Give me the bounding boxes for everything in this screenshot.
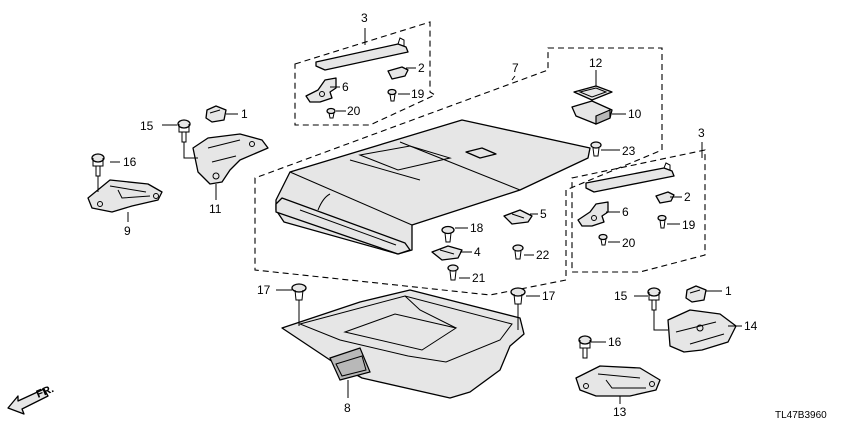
callout-15: 15 bbox=[614, 289, 628, 303]
diagram-code: TL47B3960 bbox=[775, 410, 827, 421]
callout-16: 16 bbox=[123, 155, 137, 169]
part-21-screw bbox=[447, 264, 459, 281]
callout-7: 7 bbox=[512, 61, 519, 75]
callout-3: 3 bbox=[361, 11, 368, 25]
callout-20: 20 bbox=[347, 104, 361, 118]
part-1-clip-right bbox=[685, 285, 707, 303]
callout-20: 20 bbox=[622, 236, 636, 250]
callout-6: 6 bbox=[342, 80, 349, 94]
leader-lines bbox=[97, 28, 742, 404]
front-arrow-icon bbox=[7, 388, 49, 415]
callout-13: 13 bbox=[613, 405, 627, 419]
callout-18: 18 bbox=[470, 221, 484, 235]
part-9-bracket bbox=[87, 179, 163, 213]
part-22-screw bbox=[512, 244, 524, 260]
callout-12: 12 bbox=[589, 56, 603, 70]
part-16-bolt-right bbox=[578, 335, 592, 359]
callout-9: 9 bbox=[124, 224, 131, 238]
part-10-bezel bbox=[571, 100, 613, 125]
callout-16: 16 bbox=[608, 335, 622, 349]
part-17-clip-right bbox=[510, 287, 526, 305]
callout-3: 3 bbox=[698, 126, 705, 140]
callout-23: 23 bbox=[622, 144, 636, 158]
callout-11: 11 bbox=[209, 202, 222, 216]
group-box-3-right bbox=[571, 149, 706, 273]
part-15-bolt bbox=[177, 119, 191, 143]
callout-10: 10 bbox=[628, 107, 642, 121]
part-19-screw-right bbox=[657, 214, 667, 229]
group-box-3-top bbox=[294, 21, 437, 126]
callout-15: 15 bbox=[140, 119, 154, 133]
callout-19: 19 bbox=[682, 218, 696, 232]
callout-17: 17 bbox=[257, 283, 271, 297]
part-6-hinge-bracket-right bbox=[577, 201, 609, 227]
part-5-clip bbox=[503, 209, 533, 225]
part-20-screw-right bbox=[598, 233, 608, 246]
callout-5: 5 bbox=[540, 207, 547, 221]
callout-19: 19 bbox=[411, 87, 425, 101]
part-18-screw bbox=[441, 225, 455, 243]
callout-2: 2 bbox=[418, 61, 425, 75]
part-14-bracket bbox=[667, 309, 737, 353]
part-3-cover-lid-right bbox=[585, 162, 675, 193]
part-15-bolt-right bbox=[647, 287, 661, 311]
callout-1: 1 bbox=[725, 284, 732, 298]
front-direction-label: FR. bbox=[35, 383, 56, 401]
part-6-hinge-bracket bbox=[305, 77, 337, 103]
part-1-clip bbox=[205, 105, 227, 123]
part-3-cover-lid bbox=[315, 37, 409, 71]
callout-14: 14 bbox=[744, 319, 758, 333]
part-12-cap bbox=[573, 85, 613, 101]
part-17-clip-left bbox=[291, 283, 307, 301]
part-16-bolt bbox=[91, 153, 105, 177]
callout-22: 22 bbox=[536, 248, 550, 262]
part-2-clip bbox=[387, 66, 409, 80]
callout-1: 1 bbox=[241, 107, 248, 121]
callout-21: 21 bbox=[472, 271, 486, 285]
callout-2: 2 bbox=[684, 190, 691, 204]
group-box-7 bbox=[254, 47, 663, 296]
part-7-cargo-cover bbox=[275, 119, 591, 255]
part-20-screw bbox=[326, 107, 336, 119]
callout-4: 4 bbox=[474, 245, 481, 259]
callout-6: 6 bbox=[622, 205, 629, 219]
part-23-screw bbox=[590, 141, 602, 157]
part-8-floor-tray bbox=[281, 289, 525, 399]
callout-17: 17 bbox=[542, 289, 556, 303]
callout-labels: 3 2 6 19 20 7 12 10 23 1 15 16 11 9 3 2 … bbox=[123, 11, 758, 419]
part-4-clip bbox=[431, 245, 463, 261]
part-13-bracket bbox=[575, 365, 661, 397]
part-2-clip-right bbox=[655, 191, 675, 204]
part-19-screw bbox=[387, 88, 397, 102]
callout-8: 8 bbox=[344, 401, 351, 415]
part-11-bracket bbox=[192, 133, 269, 185]
